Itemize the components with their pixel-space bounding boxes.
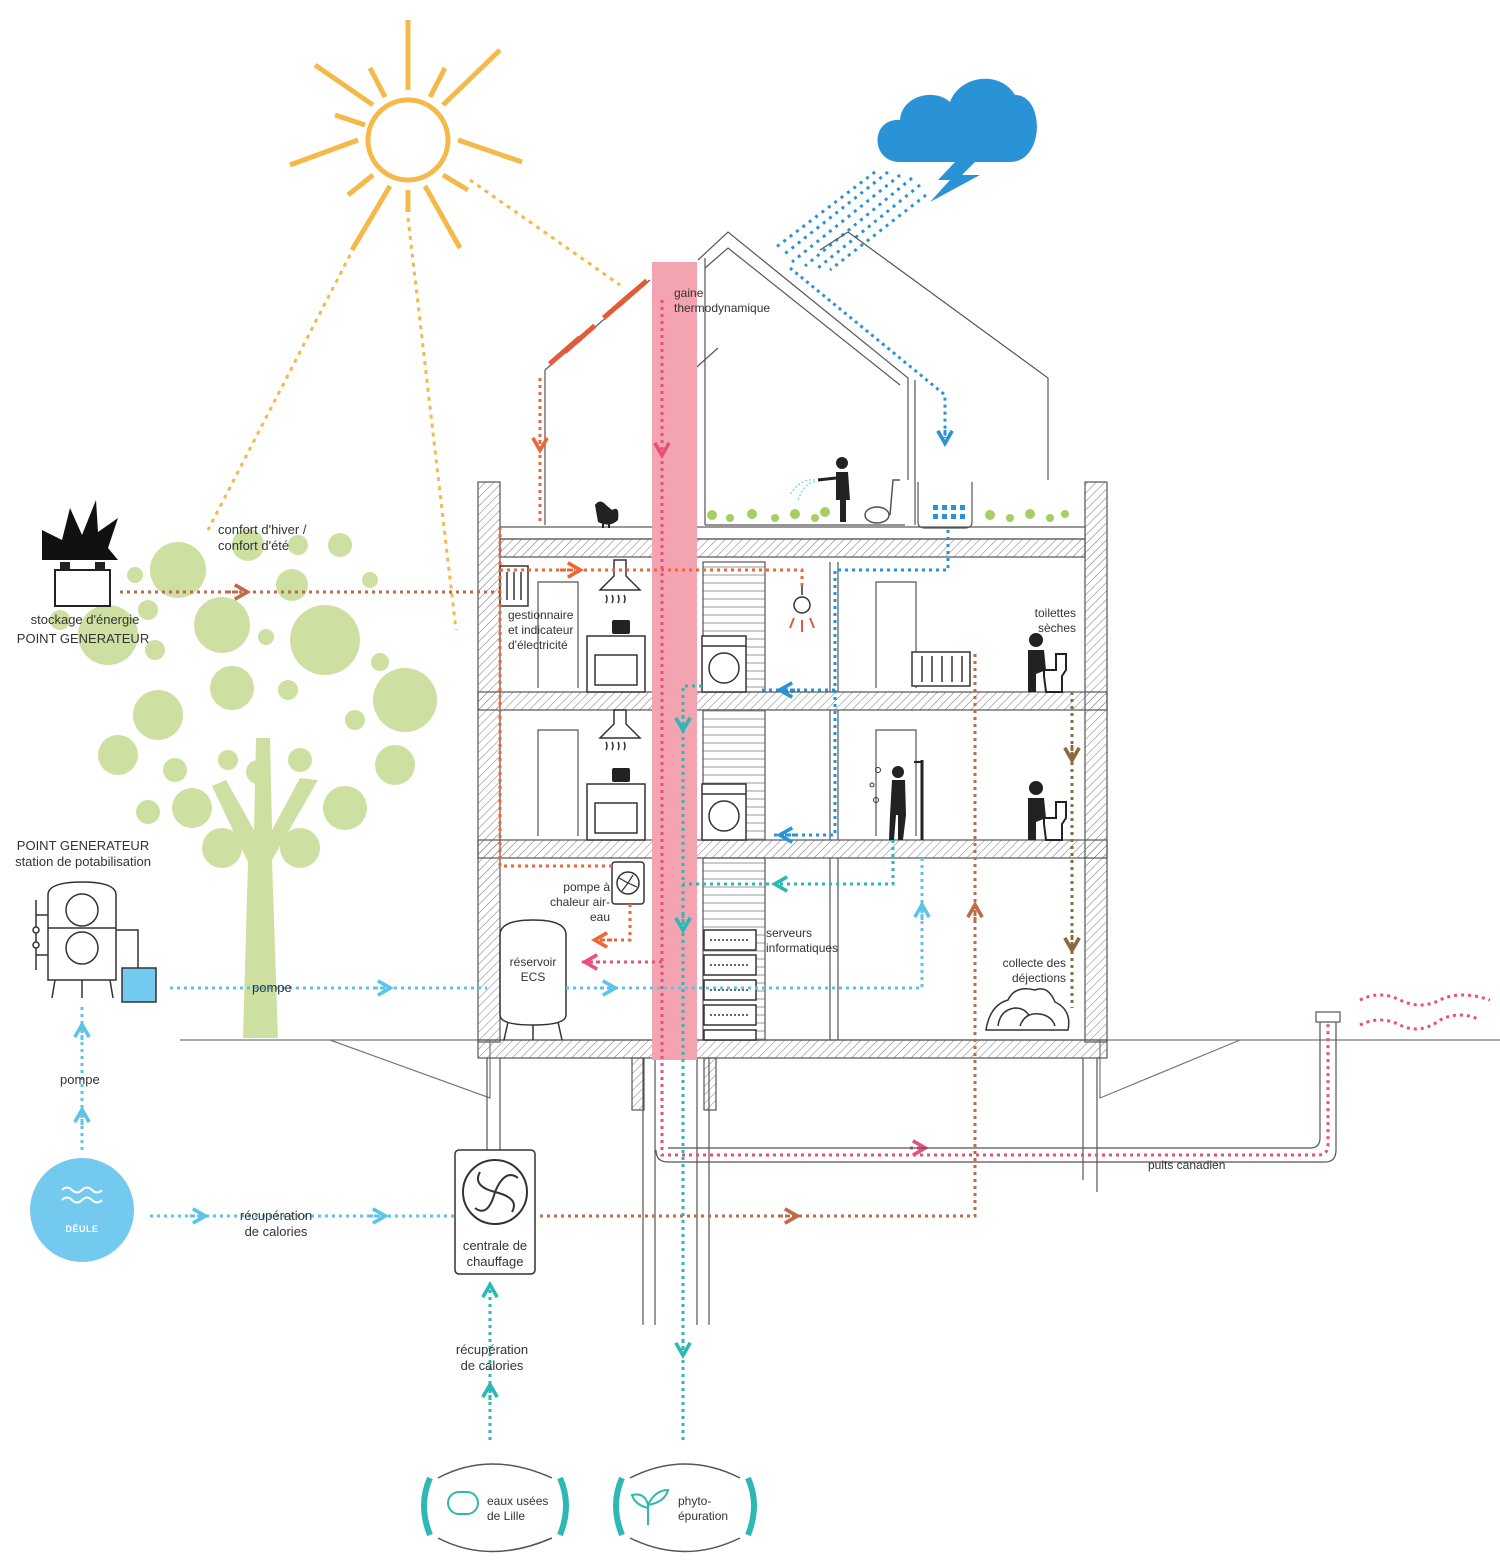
light-bulb-icon — [789, 585, 815, 632]
shower-person-icon — [869, 760, 924, 840]
electricity-flow — [498, 378, 804, 949]
recuperation-label-2: récupération de calories — [442, 1342, 542, 1374]
toilettes-label: toilettes sèches — [1022, 606, 1076, 636]
eaux-usees-label: eaux usées de Lille — [487, 1494, 548, 1524]
rain-tank-icon — [917, 482, 973, 529]
sun-icon — [289, 20, 523, 252]
centrale-line-1: centrale de — [462, 1238, 528, 1253]
puits-canadien-label: puits canadien — [1148, 1158, 1226, 1172]
serveurs-label: serveurs informatiques — [766, 926, 838, 956]
station-line-1: POINT GENERATEUR — [16, 838, 150, 853]
rainwater-flow — [760, 266, 954, 844]
rain-lines — [774, 170, 927, 272]
pompe-label-horizontal: pompe — [252, 980, 292, 995]
confort-label: confort d'hiver / confort d'été — [218, 522, 306, 554]
gaine-label-line-1: gaine — [674, 286, 704, 300]
eaux-usees-line-2: de Lille — [487, 1509, 526, 1523]
water-treatment-plant-icon — [32, 881, 157, 1003]
drinking-water-flow — [73, 858, 931, 1225]
tree-icon — [50, 529, 437, 1038]
puits-canadien-pipe — [655, 1011, 1341, 1163]
collecte-label: collecte des déjections — [994, 956, 1066, 986]
gestionnaire-line-3: d'électricité — [508, 638, 568, 652]
gaine-thermodynamique — [652, 262, 697, 1060]
point-generateur-label: POINT GENERATEUR — [16, 631, 150, 646]
heating-flow — [120, 583, 984, 1225]
gaine-label-line-2: thermodynamique — [674, 301, 771, 315]
phyto-label: phyto- épuration — [678, 1494, 728, 1524]
gaine-label: gaine thermodynamique — [674, 286, 770, 316]
phyto-line-1: phyto- — [678, 1494, 712, 1508]
sun-rays-dotted — [206, 178, 621, 631]
collecte-line-2: déjections — [1011, 971, 1066, 985]
recup-2-line-1: récupération — [455, 1342, 529, 1357]
pompe-label-vertical: pompe — [60, 1072, 100, 1087]
gestionnaire-line-1: gestionnaire — [508, 608, 574, 622]
heating-plant-fan-icon — [454, 1149, 536, 1275]
compost-icon — [985, 988, 1070, 1031]
deule-label: DÊULE — [65, 1224, 99, 1234]
stockage-label: stockage d'énergie — [30, 612, 140, 627]
centrale-label: centrale de chauffage — [455, 1238, 535, 1270]
hen-icon — [595, 501, 619, 528]
pompe-chaleur-line-1: pompe à — [563, 880, 610, 894]
radiator-icon — [911, 651, 971, 687]
serveurs-line-1: serveurs — [766, 926, 813, 940]
reservoir-line-2: ECS — [520, 970, 546, 984]
pompe-chaleur-label: pompe à chaleur air-eau — [530, 880, 610, 925]
confort-label-line-2: confort d'été — [218, 538, 290, 553]
phyto-line-2: épuration — [678, 1509, 729, 1523]
recup-1-line-2: de calories — [244, 1224, 308, 1239]
toilettes-line-2: sèches — [1037, 621, 1076, 635]
station-potabilisation-label: POINT GENERATEUR station de potabilisati… — [0, 838, 166, 870]
reservoir-line-1: réservoir — [509, 955, 557, 969]
eaux-usees-line-1: eaux usées — [487, 1494, 549, 1508]
person-watering-icon — [789, 457, 900, 524]
building-section — [477, 231, 1108, 1325]
battery-explosion-icon — [42, 500, 118, 607]
pompe-chaleur-line-2: chaleur air-eau — [549, 895, 610, 924]
solar-panels — [548, 278, 649, 366]
collecte-line-1: collecte des — [1002, 956, 1066, 970]
recup-1-line-1: récupération — [239, 1208, 313, 1223]
sprout-icon — [613, 1463, 757, 1553]
deule-river — [30, 1158, 134, 1262]
dry-toilet-icon — [1028, 633, 1067, 841]
centrale-line-2: chauffage — [466, 1254, 524, 1269]
oven-icon — [586, 620, 646, 841]
range-hood-icon — [598, 559, 642, 751]
gestionnaire-line-2: et indicateur — [508, 623, 574, 637]
hot-water-tank-icon — [499, 919, 567, 1041]
confort-label-line-1: confort d'hiver / — [218, 522, 307, 537]
reservoir-label: réservoir ECS — [500, 955, 566, 985]
recuperation-label-1: récupération de calories — [226, 1208, 326, 1240]
washing-machine-icon — [701, 635, 747, 841]
wastewater-flow — [481, 684, 895, 1440]
servers-icon — [703, 929, 757, 1041]
green-roof-plants — [707, 507, 1069, 522]
wastewater-pipe-icon — [421, 1463, 569, 1553]
gestionnaire-label: gestionnaire et indicateur d'électricité — [508, 608, 573, 653]
serveurs-line-2: informatiques — [766, 941, 839, 955]
recup-2-line-2: de calories — [460, 1358, 524, 1373]
storm-cloud-icon — [877, 78, 1037, 202]
heat-pump-icon — [611, 861, 645, 905]
toilettes-line-1: toilettes — [1034, 606, 1076, 620]
electricity-manager-icon — [499, 565, 529, 607]
station-line-2: station de potabilisation — [15, 854, 151, 869]
